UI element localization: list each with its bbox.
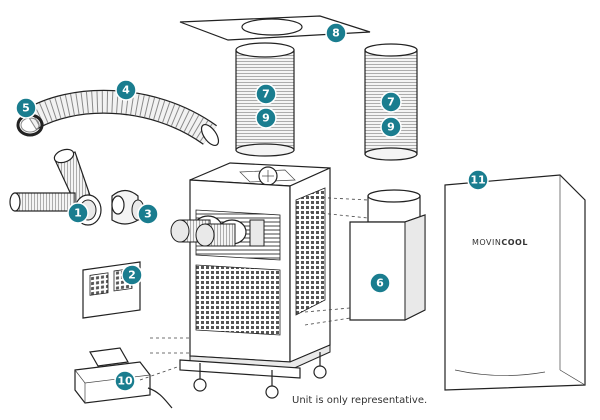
svg-text:1: 1	[74, 207, 82, 220]
leader-lines	[139, 196, 369, 381]
duct-left	[235, 42, 295, 157]
callout-6: 6	[369, 272, 391, 294]
svg-text:9: 9	[262, 112, 270, 125]
callout-9-left: 9	[255, 107, 277, 129]
svg-text:5: 5	[22, 102, 30, 115]
callout-9-right: 9	[380, 116, 402, 138]
condensate-tank	[349, 189, 426, 321]
ceiling-panel	[179, 15, 371, 41]
callout-7-left: 7	[255, 83, 277, 105]
svg-text:8: 8	[332, 27, 340, 40]
callout-4: 4	[115, 79, 137, 101]
svg-text:3: 3	[144, 208, 152, 221]
svg-text:6: 6	[376, 277, 384, 290]
svg-text:10: 10	[117, 375, 133, 388]
callout-3: 3	[137, 203, 159, 225]
callout-7-right: 7	[380, 91, 402, 113]
condensate-pump	[74, 347, 173, 409]
svg-text:11: 11	[470, 174, 485, 187]
callout-1: 1	[67, 202, 89, 224]
svg-text:7: 7	[387, 96, 395, 109]
main-unit	[170, 162, 331, 399]
callout-2: 2	[121, 264, 143, 286]
svg-text:7: 7	[262, 88, 270, 101]
caption: Unit is only representative.	[292, 395, 428, 406]
svg-text:9: 9	[387, 121, 395, 134]
nozzle-adapter	[9, 148, 102, 226]
flex-hose	[23, 89, 220, 147]
svg-text:2: 2	[128, 269, 136, 282]
dust-cover: MOVINCOOL	[444, 174, 586, 391]
callout-10: 10	[114, 370, 136, 392]
callout-5: 5	[15, 97, 37, 119]
brand-wordmark: MOVINCOOL	[472, 238, 528, 247]
callout-11: 11	[467, 169, 489, 191]
svg-text:4: 4	[122, 84, 130, 97]
callout-8: 8	[325, 22, 347, 44]
